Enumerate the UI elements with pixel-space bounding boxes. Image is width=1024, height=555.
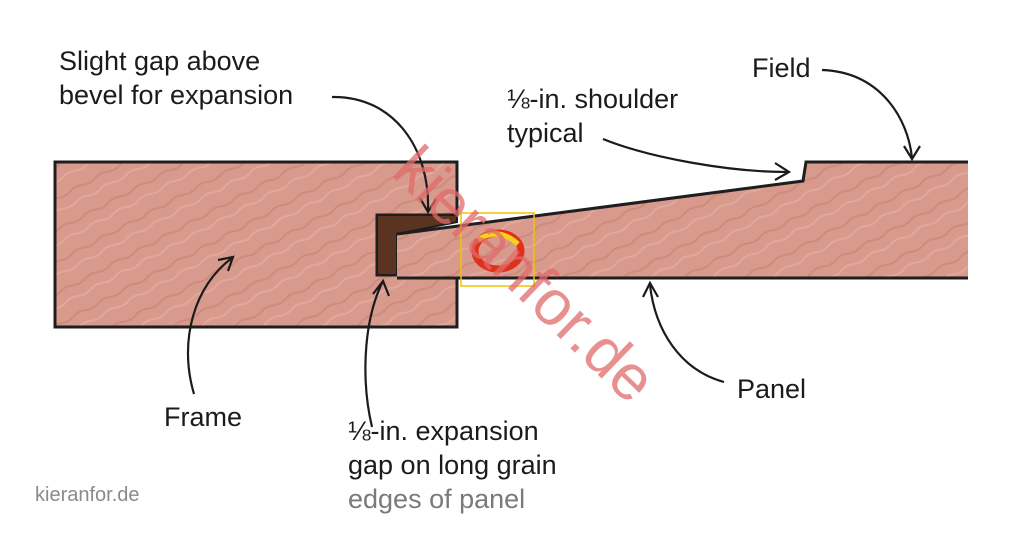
expansion-arrowhead (372, 278, 391, 297)
expansion-note-line-1: ⅛-in. expansion (348, 416, 539, 446)
panel-label: Panel (737, 374, 807, 404)
shoulder-arrow (602, 137, 788, 174)
gap-note-arrow (331, 95, 430, 211)
gap-note: Slight gap above bevel for expansion (59, 44, 293, 112)
shoulder-arrowhead (774, 162, 792, 181)
expansion-arrow (364, 282, 383, 428)
field-arrowhead (903, 145, 921, 162)
frame-label: Frame (164, 402, 243, 432)
panel-top-edge (396, 160, 968, 236)
expansion-note-line-3: edges of panel (348, 484, 526, 514)
frame-arrow (186, 257, 233, 395)
shoulder-note-line-2: typical (507, 118, 584, 148)
footer-brand: kieranfor.de (35, 484, 140, 506)
gap-note-arrowhead (419, 197, 437, 215)
highlight-box (460, 212, 535, 287)
field-label: Field (752, 53, 811, 83)
field-arrow (821, 68, 914, 159)
frame-arrowhead (217, 255, 235, 272)
expansion-note-line-2: gap on long grain (348, 450, 557, 480)
marker-ring-highlight (476, 231, 520, 246)
panel-shape (397, 162, 968, 278)
panel-arrowhead (642, 280, 659, 298)
shoulder-note: ⅛-in. shoulder typical (507, 82, 678, 150)
panel-arrow (648, 284, 725, 384)
expansion-note: ⅛-in. expansion gap on long grain edges … (348, 414, 557, 516)
shoulder-note-line-1: ⅛-in. shoulder (507, 84, 679, 114)
gap-note-line-2: bevel for expansion (59, 80, 294, 110)
gap-note-line-1: Slight gap above (59, 46, 261, 76)
